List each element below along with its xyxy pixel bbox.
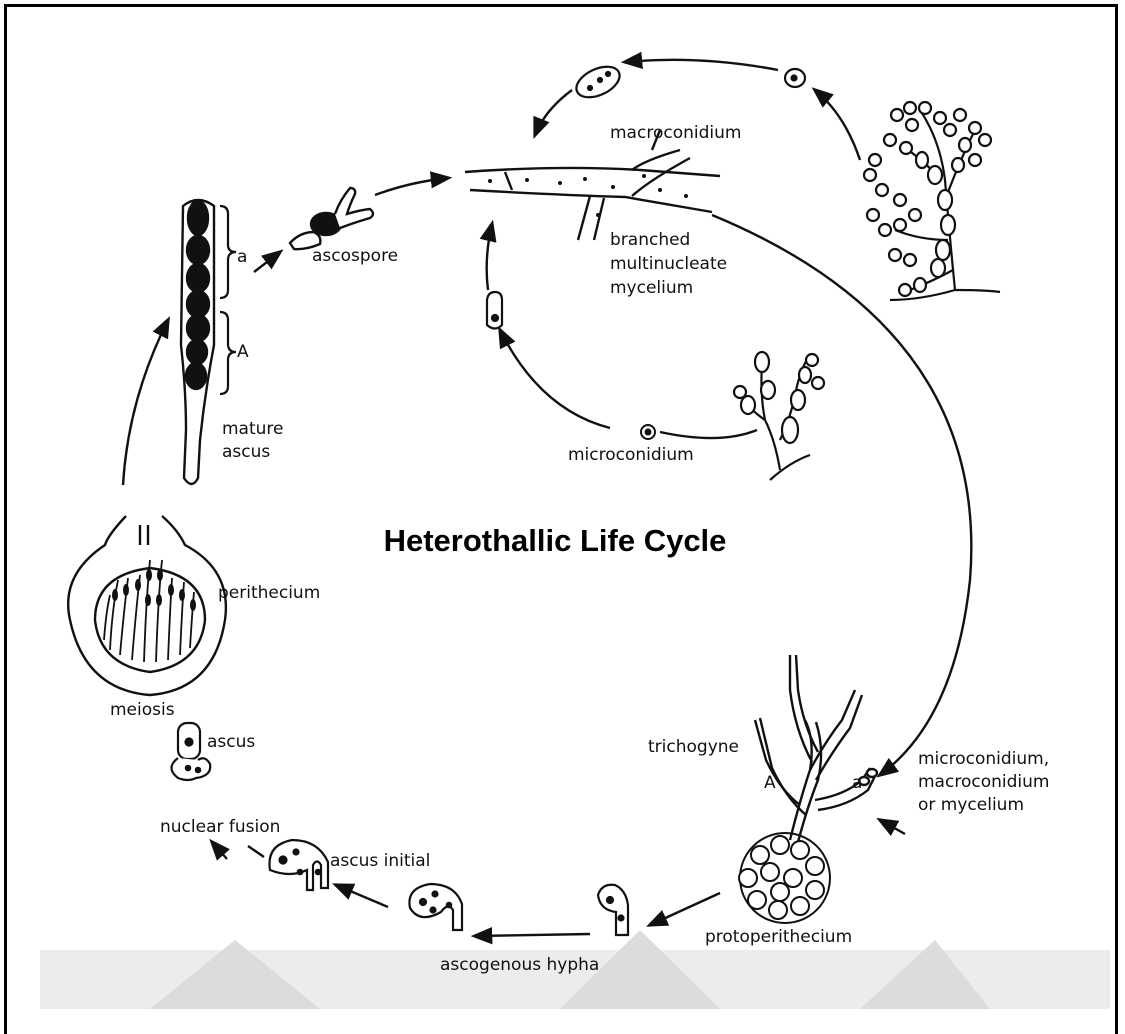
branched-mycelium <box>465 130 720 240</box>
ascus-brackets <box>220 206 236 394</box>
germinating-microconidium <box>487 292 502 329</box>
arrow-proto-to-hypha <box>650 893 720 925</box>
ascogenous-hypha-cell <box>409 884 462 930</box>
trichogyne <box>755 655 877 842</box>
arrow-inner-up-1 <box>487 224 492 290</box>
label-perithecium: perithecium <box>218 583 320 603</box>
label-mature: mature <box>222 419 284 439</box>
arrow-fusion-up <box>212 842 227 859</box>
young-ascus <box>172 723 211 780</box>
label-meiosis: meiosis <box>110 700 175 720</box>
protoperithecium <box>739 833 830 923</box>
life-cycle-diagram: Heterothallic Life Cycle macroconidium b… <box>0 0 1125 1009</box>
label-nuclear-fusion: nuclear fusion <box>160 817 280 837</box>
germinating-ascospore <box>290 188 373 249</box>
label-segment-a: a <box>237 247 247 267</box>
label-fert-microconidium: microconidium, <box>918 749 1049 769</box>
label-fert-macroconidium: macroconidium <box>918 772 1049 792</box>
arrow-perithecium-to-ascus <box>123 320 168 485</box>
label-proto-A: A <box>764 773 776 793</box>
label-mycelium: mycelium <box>610 278 693 298</box>
label-branched: branched <box>610 230 690 250</box>
arrow-big-to-trichogyne <box>712 215 971 775</box>
arrow-to-macro-spore <box>815 90 860 160</box>
arrow-micro-return <box>660 430 757 438</box>
label-protoperithecium: protoperithecium <box>705 927 852 947</box>
mature-ascus <box>181 200 214 484</box>
arrow-top-to-macro <box>625 60 778 70</box>
label-ascogenous-hypha: ascogenous hypha <box>440 955 599 975</box>
label-ascospore: ascospore <box>312 246 398 266</box>
label-mature-ascus: ascus <box>222 442 270 462</box>
arrow-asca-to-ascospore <box>254 252 280 272</box>
conidiophore-macro <box>864 102 1000 300</box>
macroconidium-spore-top-left <box>572 60 625 103</box>
line-fusion-to-initial <box>248 846 264 857</box>
macroconidium-spore-top-right <box>785 69 805 87</box>
label-proto-a: a <box>852 773 862 793</box>
label-fert-mycelium: or mycelium <box>918 795 1024 815</box>
arrow-ascospore-to-mycelium <box>375 178 448 195</box>
arrow-inner-up-2 <box>500 330 610 428</box>
arrow-macro-down <box>535 90 572 135</box>
arrow-fert-to-proto <box>880 820 905 834</box>
arrow-hypha-to-ascogenous <box>475 934 590 936</box>
microconidium-spore <box>641 425 655 439</box>
label-ascus-initial: ascus initial <box>330 851 430 871</box>
label-macroconidium: macroconidium <box>610 123 741 143</box>
diagram-title: Heterothallic Life Cycle <box>384 523 727 558</box>
label-segment-A: A <box>237 342 249 362</box>
label-multinucleate: multinucleate <box>610 254 727 274</box>
arrow-to-ascus-initial <box>336 885 388 907</box>
conidiophore-micro <box>734 352 824 480</box>
label-microconidium: microconidium <box>568 445 694 465</box>
label-ascus: ascus <box>207 732 255 752</box>
label-trichogyne: trichogyne <box>648 737 739 757</box>
hypha-cell <box>598 885 628 935</box>
perithecium <box>68 516 226 695</box>
ascus-initial-cell <box>269 840 328 890</box>
